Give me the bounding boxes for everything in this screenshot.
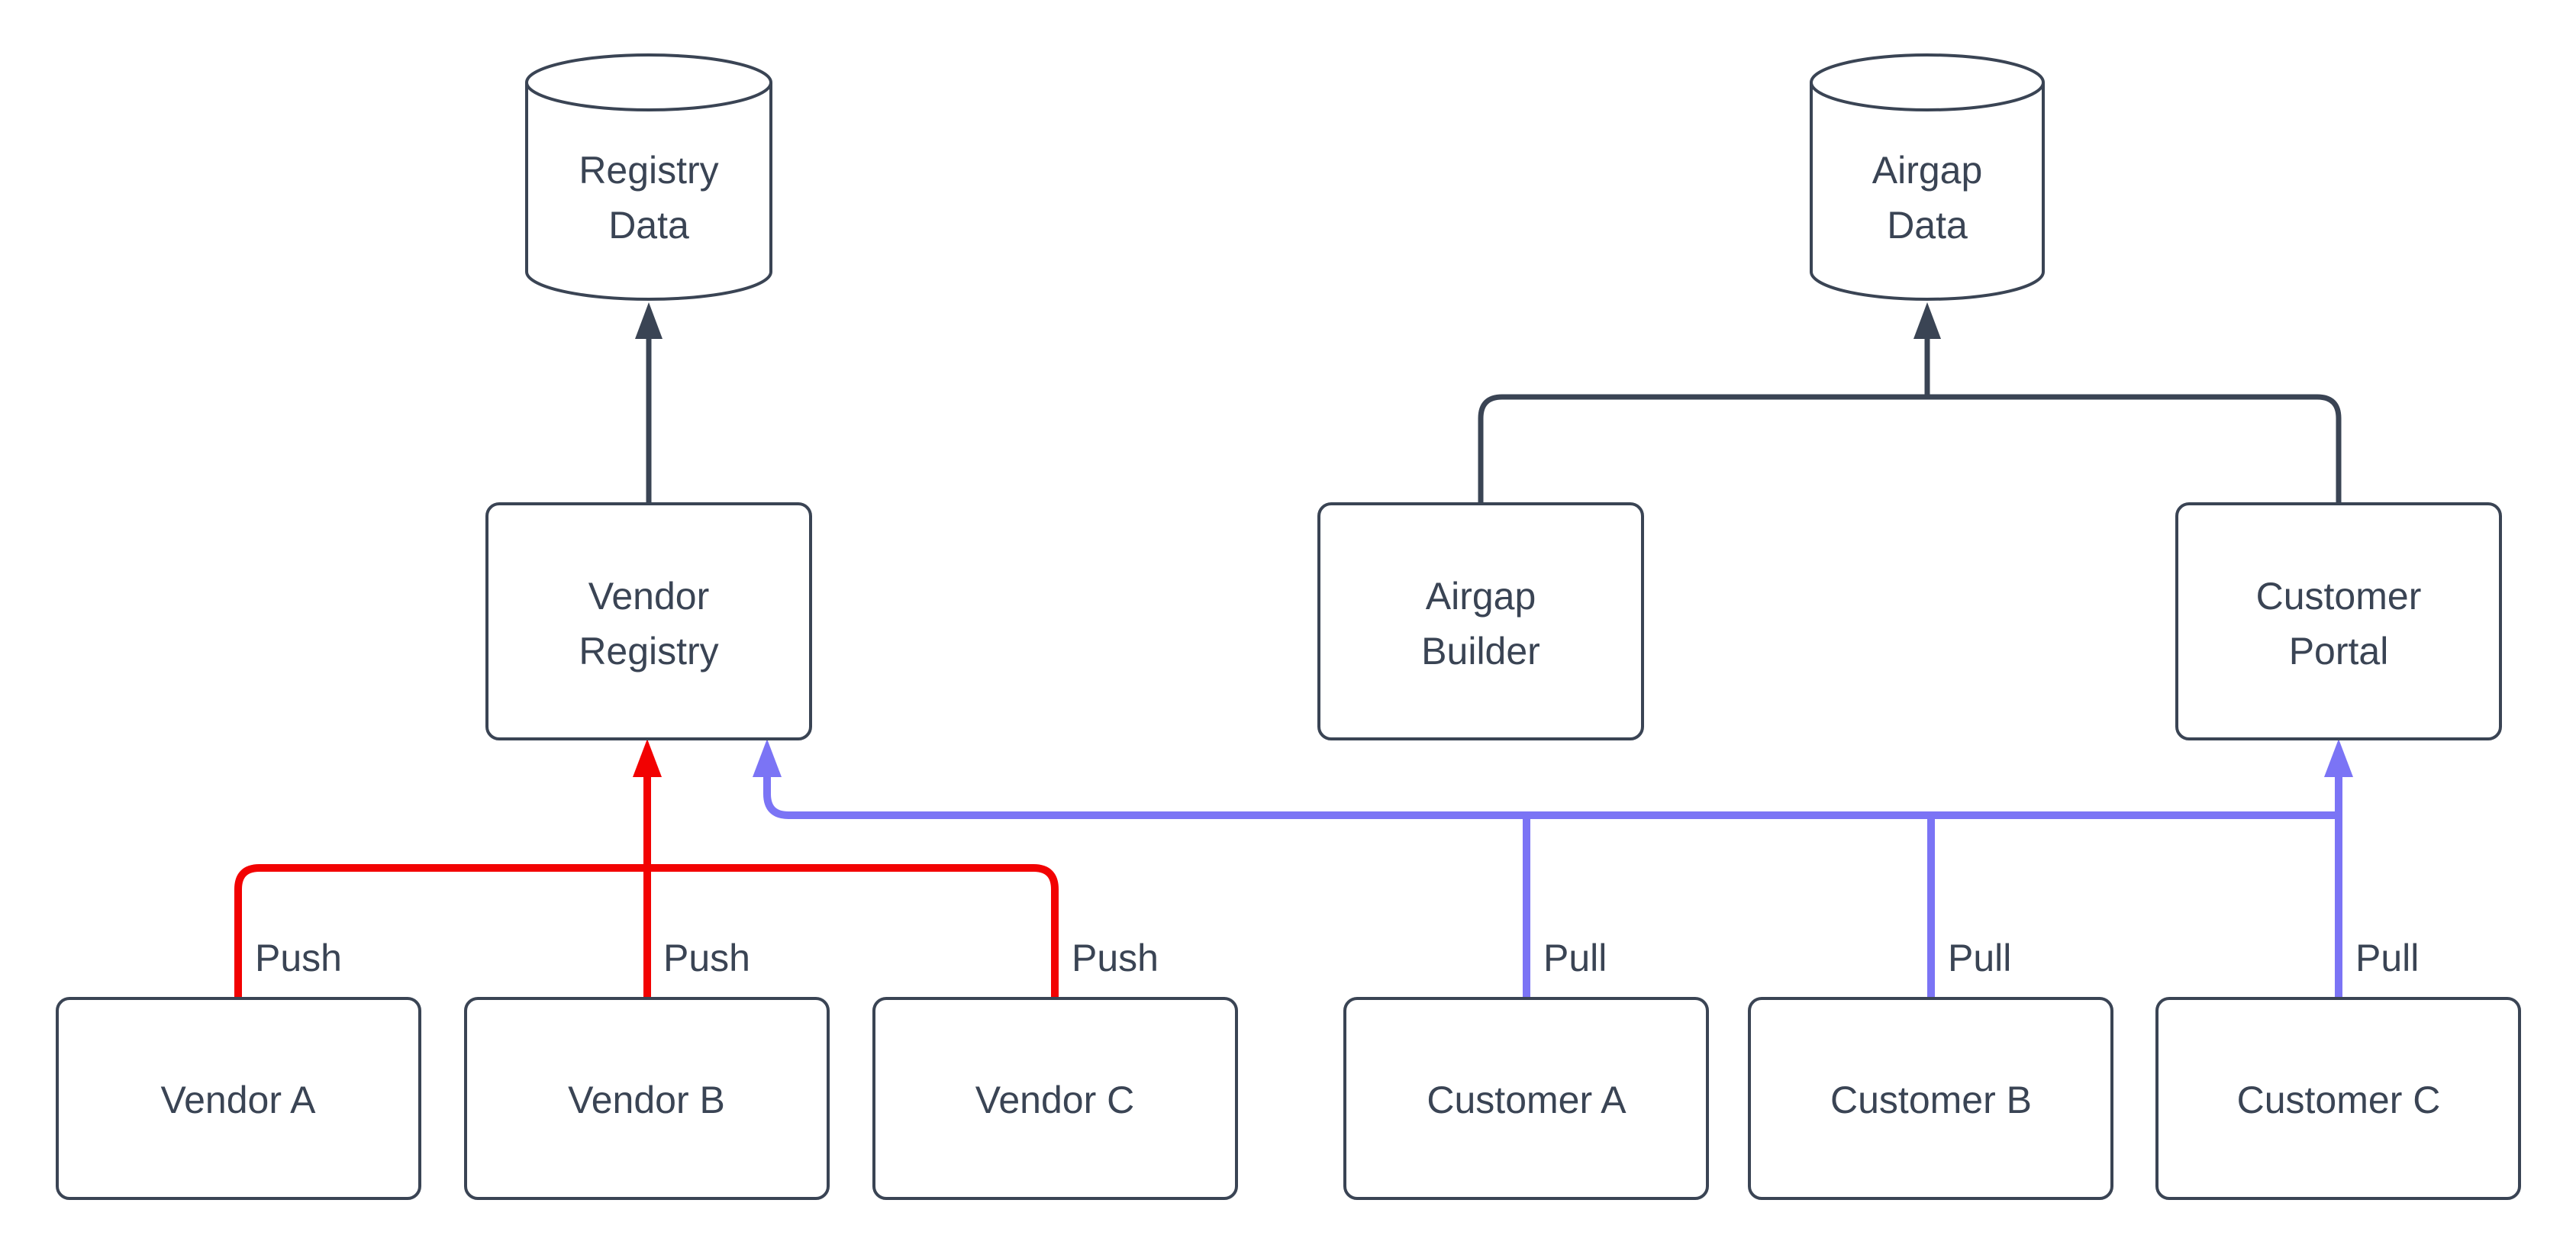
customer-a-box	[1343, 997, 1709, 1200]
vendor-c-box	[872, 997, 1238, 1200]
pull-label-customer-b: Pull	[1948, 937, 2011, 979]
airgap-builder-box	[1317, 502, 1644, 740]
push-label-vendor-b: Push	[663, 937, 750, 979]
vendor-registry-label-line2: Registry	[579, 630, 718, 673]
vendor-a-label: Vendor A	[161, 1079, 317, 1121]
arrowhead-push-icon	[633, 739, 662, 777]
node-airgap-data: Airgap Data	[1810, 53, 2045, 301]
airgap-data-label-line1: Airgap	[1872, 149, 1983, 192]
vendor-c-label: Vendor C	[975, 1079, 1134, 1121]
node-registry-data: Registry Data	[525, 53, 772, 301]
push-label-vendor-a: Push	[255, 937, 342, 979]
customer-portal-label-line1: Customer	[2256, 575, 2422, 618]
edge-pull-bus	[763, 769, 2342, 819]
arrowhead-registry-data-icon	[635, 302, 663, 339]
arrowhead-pull-customer-portal-icon	[2324, 739, 2353, 777]
customer-c-box	[2155, 997, 2521, 1200]
airgap-data-label-line2: Data	[1887, 204, 1968, 247]
edge-builder-portal-merge	[1478, 394, 2342, 507]
customer-a-label: Customer A	[1427, 1079, 1627, 1121]
node-vendor-a: Vendor A	[56, 997, 421, 1200]
registry-data-cylinder	[525, 53, 772, 301]
node-customer-b: Customer B	[1748, 997, 2113, 1200]
registry-data-cylinder-rim	[525, 82, 772, 111]
arrowhead-pull-vendor-registry-icon	[753, 739, 782, 777]
node-customer-c: Customer C	[2155, 997, 2521, 1200]
registry-data-label-line2: Data	[608, 204, 689, 247]
node-vendor-b: Vendor B	[464, 997, 830, 1200]
push-label-vendor-c: Push	[1072, 937, 1159, 979]
vendor-a-box	[56, 997, 421, 1200]
customer-b-box	[1748, 997, 2113, 1200]
airgap-builder-label-line2: Builder	[1421, 630, 1540, 673]
customer-portal-box	[2175, 502, 2502, 740]
vendor-registry-box	[485, 502, 812, 740]
node-customer-portal: Customer Portal	[2175, 502, 2502, 740]
pull-label-customer-a: Pull	[1543, 937, 1607, 979]
registry-data-label-line1: Registry	[579, 149, 718, 192]
node-vendor-c: Vendor C	[872, 997, 1238, 1200]
node-airgap-builder: Airgap Builder	[1317, 502, 1644, 740]
vendor-b-box	[464, 997, 830, 1200]
arrowhead-airgap-data-icon	[1913, 302, 1941, 339]
customer-c-label: Customer C	[2237, 1079, 2441, 1121]
vendor-registry-label-line1: Vendor	[588, 575, 709, 618]
customer-b-label: Customer B	[1830, 1079, 2032, 1121]
customer-portal-label-line2: Portal	[2289, 630, 2389, 673]
airgap-data-cylinder	[1810, 53, 2045, 301]
node-customer-a: Customer A	[1343, 997, 1709, 1200]
node-vendor-registry: Vendor Registry	[485, 502, 812, 740]
airgap-builder-label-line1: Airgap	[1426, 575, 1536, 618]
pull-label-customer-c: Pull	[2355, 937, 2419, 979]
vendor-b-label: Vendor B	[568, 1079, 725, 1121]
airgap-data-cylinder-rim	[1810, 82, 2045, 111]
